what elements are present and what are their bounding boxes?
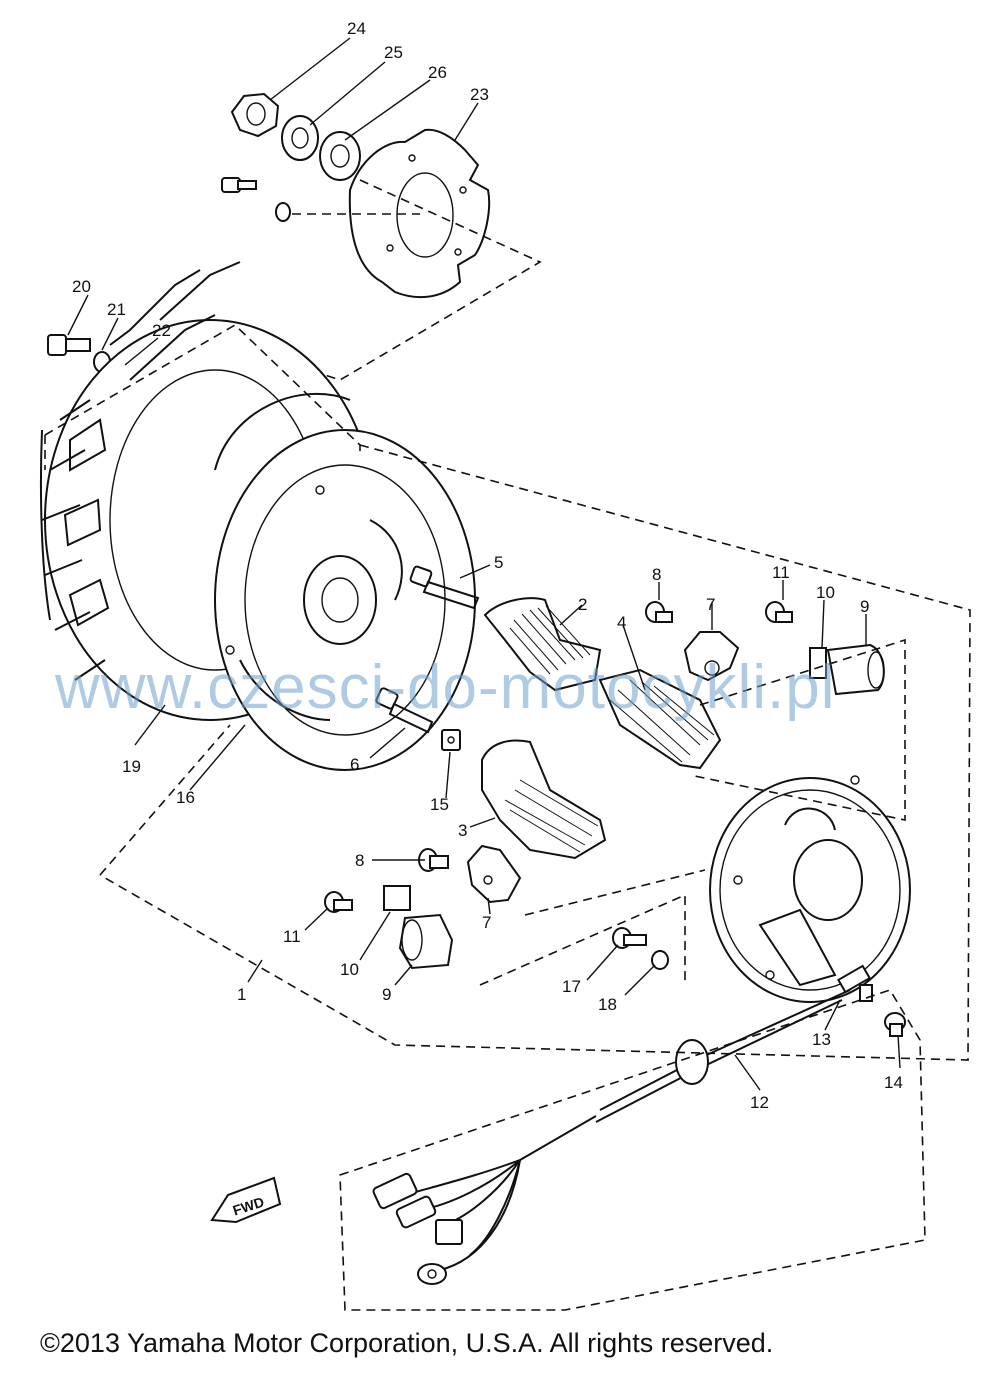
clip-15	[441, 729, 461, 751]
callout-11-lower: 11	[283, 927, 301, 946]
wire-harness-12	[372, 989, 851, 1285]
callout-6: 6	[350, 755, 359, 774]
rotor-16	[214, 392, 476, 771]
callout-11-upper: 11	[772, 563, 790, 582]
lock-washer-25	[281, 115, 319, 161]
callout-3: 3	[458, 821, 467, 840]
callout-23: 23	[470, 85, 489, 104]
screw-11-lower	[324, 891, 353, 913]
callout-2: 2	[578, 595, 587, 614]
callout-13: 13	[812, 1030, 831, 1049]
callout-21: 21	[107, 300, 126, 319]
screw-11-upper	[765, 601, 793, 623]
callout-8-upper: 8	[652, 565, 661, 584]
callout-12: 12	[750, 1093, 769, 1112]
callout-10-lower: 10	[340, 960, 359, 979]
fwd-arrow-icon: FWD	[210, 1176, 282, 1224]
condenser-9-upper	[826, 643, 885, 696]
callout-4: 4	[617, 613, 626, 632]
bolt-20	[47, 334, 91, 356]
condenser-10-upper	[809, 647, 827, 679]
callout-10-upper: 10	[816, 583, 835, 602]
callout-25: 25	[384, 43, 403, 62]
leader-lines	[67, 37, 901, 1091]
callout-5: 5	[494, 553, 503, 572]
coil-2	[483, 597, 602, 692]
callout-18: 18	[598, 995, 617, 1014]
stator-plate	[709, 775, 911, 1003]
screw-14	[884, 1012, 906, 1037]
condenser-10-lower	[383, 885, 411, 911]
nut-24	[230, 92, 280, 138]
callout-17: 17	[562, 977, 581, 996]
callout-16: 16	[176, 788, 195, 807]
copyright-notice: ©2013 Yamaha Motor Corporation, U.S.A. A…	[40, 1328, 774, 1358]
screw-small-top	[221, 177, 257, 193]
watermark: www.czesci-do-motocykli.pl	[55, 653, 836, 722]
callout-19: 19	[122, 757, 141, 776]
callout-15: 15	[430, 795, 449, 814]
screw-6	[375, 687, 434, 734]
contact-breaker-7-upper	[683, 631, 740, 682]
washer-26	[319, 131, 361, 181]
screw-8-upper	[645, 601, 673, 623]
screw-8-lower	[418, 848, 449, 872]
callout-7-upper: 7	[706, 595, 715, 614]
condenser-9-lower	[398, 913, 454, 970]
coil-3	[481, 739, 607, 860]
callout-7-lower: 7	[482, 913, 491, 932]
washer-18	[651, 950, 669, 970]
contact-breaker-7-lower	[466, 844, 522, 904]
screw-17	[612, 927, 647, 949]
callout-26: 26	[428, 63, 447, 82]
callout-20: 20	[72, 277, 91, 296]
callout-8-lower: 8	[355, 851, 364, 870]
callout-9-lower: 9	[382, 985, 391, 1004]
callout-22: 22	[152, 321, 171, 340]
callout-14: 14	[884, 1073, 903, 1092]
washer-small-top	[275, 202, 291, 222]
callout-9-upper: 9	[860, 597, 869, 616]
coil-4	[598, 668, 722, 770]
callout-24: 24	[347, 19, 366, 38]
screw-5	[409, 565, 480, 610]
callout-1: 1	[237, 985, 246, 1004]
